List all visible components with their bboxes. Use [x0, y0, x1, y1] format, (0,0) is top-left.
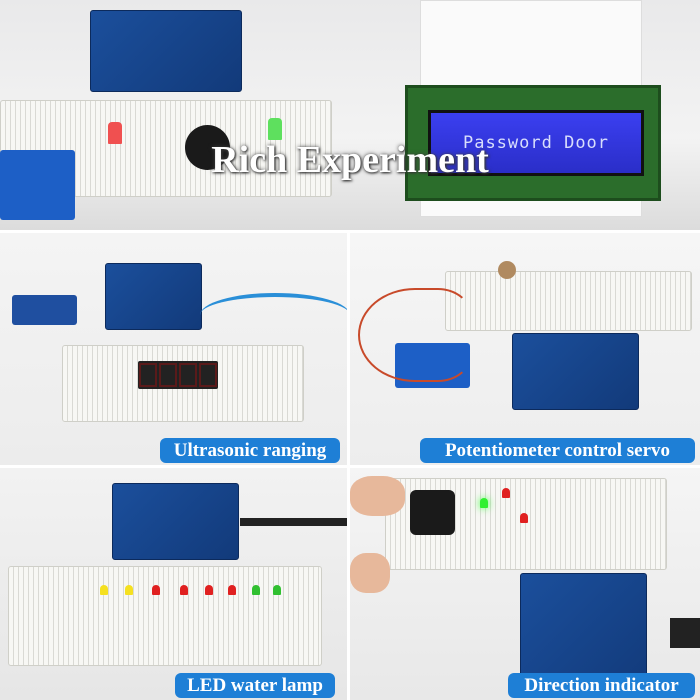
servo-wire: [358, 288, 472, 382]
red-led: [205, 585, 213, 595]
servo-motor: [0, 150, 75, 220]
joystick-module: [410, 490, 455, 535]
breadboard: [445, 271, 692, 331]
red-led: [152, 585, 160, 595]
hand: [350, 476, 405, 516]
potentiometer: [498, 261, 516, 279]
arduino-board: [512, 333, 639, 410]
experiment-label: LED water lamp: [175, 673, 335, 698]
seven-segment-display: [138, 361, 218, 389]
yellow-led: [100, 585, 108, 595]
green-led: [268, 118, 282, 140]
usb-cable: [240, 518, 347, 526]
hero-photo: Password Door Rich Experiment: [0, 0, 700, 230]
experiment-label: Ultrasonic ranging: [160, 438, 340, 463]
red-led: [180, 585, 188, 595]
usb-cable: [200, 293, 347, 337]
hero-title: Rich Experiment: [211, 139, 489, 181]
arduino-board: [90, 10, 242, 92]
lcd-module: Password Door: [405, 85, 661, 201]
arduino-board: [112, 483, 239, 560]
red-led: [520, 513, 528, 523]
green-led: [273, 585, 281, 595]
experiment-label: Potentiometer control servo: [420, 438, 695, 463]
lcd-screen: Password Door: [428, 110, 644, 176]
experiment-label: Direction indicator: [508, 673, 695, 698]
red-led: [502, 488, 510, 498]
experiment-led-photo: LED water lamp: [0, 468, 347, 700]
red-led: [228, 585, 236, 595]
experiment-servo-photo: Potentiometer control servo: [350, 233, 700, 465]
hand: [350, 553, 390, 593]
lcd-text: Password Door: [462, 133, 610, 153]
experiment-joystick-photo: Direction indicator: [350, 468, 700, 700]
green-led: [480, 498, 488, 508]
green-led: [252, 585, 260, 595]
arduino-board: [105, 263, 202, 330]
yellow-led: [125, 585, 133, 595]
usb-cable: [670, 618, 700, 648]
red-led: [108, 122, 122, 144]
buzzer: [185, 125, 230, 170]
experiment-ultrasonic-photo: Ultrasonic ranging: [0, 233, 347, 465]
ultrasonic-sensor: [12, 295, 77, 325]
breadboard: [8, 566, 322, 666]
